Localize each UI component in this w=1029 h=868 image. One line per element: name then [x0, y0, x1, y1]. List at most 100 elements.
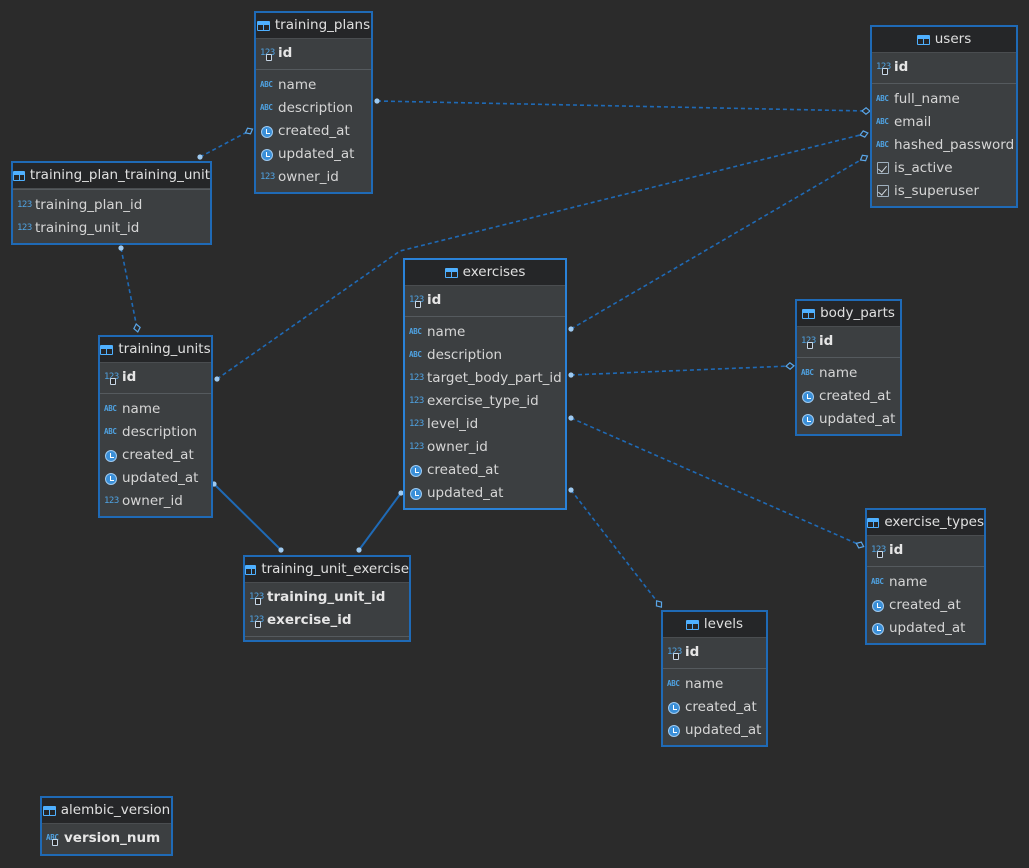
table-training-units[interactable]: training_unitsid namedescription created_a…: [98, 335, 213, 518]
table-icon: [13, 170, 25, 181]
primary-key-column[interactable]: id: [256, 42, 371, 65]
column-row[interactable]: email: [872, 111, 1016, 134]
column-row[interactable]: created_at: [405, 459, 565, 482]
column-row[interactable]: is_active: [872, 157, 1016, 180]
column-row[interactable]: updated_at: [405, 482, 565, 505]
column-row[interactable]: created_at: [256, 120, 371, 143]
column-row[interactable]: is_superuser: [872, 180, 1016, 203]
column-row[interactable]: created_at: [797, 385, 900, 408]
column-row[interactable]: updated_at: [256, 143, 371, 166]
text-type-icon: [104, 425, 119, 440]
numeric-type-icon: [260, 170, 275, 185]
relation-exercises-to-users[interactable]: [568, 153, 869, 332]
column-row[interactable]: name: [405, 321, 565, 344]
table-header[interactable]: exercise_types: [867, 510, 984, 536]
relation-training-unit-exercise-to-exercises[interactable]: [356, 490, 404, 553]
table-header[interactable]: alembic_version: [42, 798, 171, 824]
table-header[interactable]: training_plan_training_unit: [13, 163, 210, 189]
column-row[interactable]: training_plan_id: [13, 194, 210, 217]
relation-exercises-to-exercise-types[interactable]: [568, 415, 865, 549]
table-header[interactable]: training_plans: [256, 13, 371, 39]
table-header[interactable]: exercises: [405, 260, 565, 286]
column-row[interactable]: updated_at: [663, 719, 766, 742]
column-row[interactable]: updated_at: [867, 617, 984, 640]
column-row[interactable]: training_unit_id: [13, 217, 210, 240]
table-icon: [685, 619, 699, 630]
table-header[interactable]: body_parts: [797, 301, 900, 327]
relation-start-dot: [398, 490, 404, 496]
relation-exercises-to-levels[interactable]: [568, 487, 664, 609]
column-row[interactable]: target_body_part_id: [405, 367, 565, 390]
table-name: training_plan_training_unit: [29, 167, 210, 183]
column-row[interactable]: updated_at: [797, 408, 900, 431]
column-row[interactable]: name: [256, 74, 371, 97]
column-name: created_at: [278, 123, 350, 139]
column-row[interactable]: hashed_password: [872, 134, 1016, 157]
column-row[interactable]: owner_id: [256, 166, 371, 189]
primary-key-column[interactable]: id: [663, 641, 766, 664]
column-name: training_plan_id: [35, 197, 143, 213]
column-row[interactable]: name: [797, 362, 900, 385]
primary-key-column[interactable]: version_num: [42, 827, 171, 850]
table-icon: [916, 34, 930, 45]
table-training-plan-training-unit[interactable]: training_plan_training_unit training_plan…: [11, 161, 212, 245]
column-name: updated_at: [278, 146, 355, 162]
column-name: updated_at: [122, 470, 199, 486]
table-training-plans[interactable]: training_plansid namedescription created_a…: [254, 11, 373, 194]
column-row[interactable]: description: [256, 97, 371, 120]
column-row[interactable]: created_at: [663, 696, 766, 719]
primary-key-column[interactable]: training_unit_id: [245, 586, 409, 609]
relation-end-diamond: [861, 107, 871, 115]
column-name: training_unit_id: [35, 220, 140, 236]
table-header[interactable]: training_units: [100, 337, 211, 363]
column-row[interactable]: description: [100, 421, 211, 444]
table-icon: [867, 517, 880, 528]
numeric-type-icon: [409, 440, 424, 455]
relation-training-unit-exercise-to-training-units[interactable]: [211, 481, 284, 553]
table-header[interactable]: training_unit_exercise: [245, 557, 409, 583]
text-type-icon: [260, 101, 275, 116]
numeric-type-icon: [409, 371, 424, 386]
column-name: updated_at: [427, 485, 504, 501]
column-name: created_at: [122, 447, 194, 463]
primary-key-column[interactable]: id: [797, 330, 900, 353]
column-row[interactable]: name: [100, 398, 211, 421]
table-exercises[interactable]: exercises id namedescriptiontarget_body_pa…: [403, 258, 567, 510]
column-row[interactable]: level_id: [405, 413, 565, 436]
column-row[interactable]: description: [405, 344, 565, 367]
column-row[interactable]: owner_id: [100, 490, 211, 513]
primary-key-column[interactable]: id: [867, 539, 984, 562]
clock-icon: [104, 449, 119, 463]
table-name: training_unit_exercise: [261, 561, 409, 577]
relation-training-plan-training-unit-to-training-units[interactable]: [118, 245, 141, 333]
relation-end-diamond: [859, 154, 869, 162]
table-training-unit-exercise[interactable]: training_unit_exercise training_unit_idex…: [243, 555, 411, 642]
column-row[interactable]: owner_id: [405, 436, 565, 459]
column-name: exercise_type_id: [427, 393, 539, 409]
column-row[interactable]: created_at: [100, 444, 211, 467]
clock-icon: [409, 464, 424, 478]
column-row[interactable]: name: [663, 673, 766, 696]
column-row[interactable]: name: [867, 571, 984, 594]
primary-key-column[interactable]: id: [872, 56, 1016, 79]
column-row[interactable]: updated_at: [100, 467, 211, 490]
column-row[interactable]: created_at: [867, 594, 984, 617]
relation-training-units-to-users[interactable]: [214, 130, 869, 382]
table-users[interactable]: users id full_nameemailhashed_passwordis_a…: [870, 25, 1018, 208]
primary-key-column[interactable]: exercise_id: [245, 609, 409, 632]
relation-training-plan-training-unit-to-training-plans[interactable]: [197, 126, 254, 160]
table-alembic-version[interactable]: alembic_version version_num: [40, 796, 173, 856]
table-header[interactable]: users: [872, 27, 1016, 53]
table-header[interactable]: levels: [663, 612, 766, 638]
column-row[interactable]: full_name: [872, 88, 1016, 111]
primary-key-column[interactable]: id: [100, 366, 211, 389]
primary-key-column[interactable]: id: [405, 289, 565, 312]
relation-training-plans-to-users[interactable]: [374, 98, 871, 115]
column-row[interactable]: exercise_type_id: [405, 390, 565, 413]
relation-exercises-to-body-parts[interactable]: [568, 362, 795, 378]
